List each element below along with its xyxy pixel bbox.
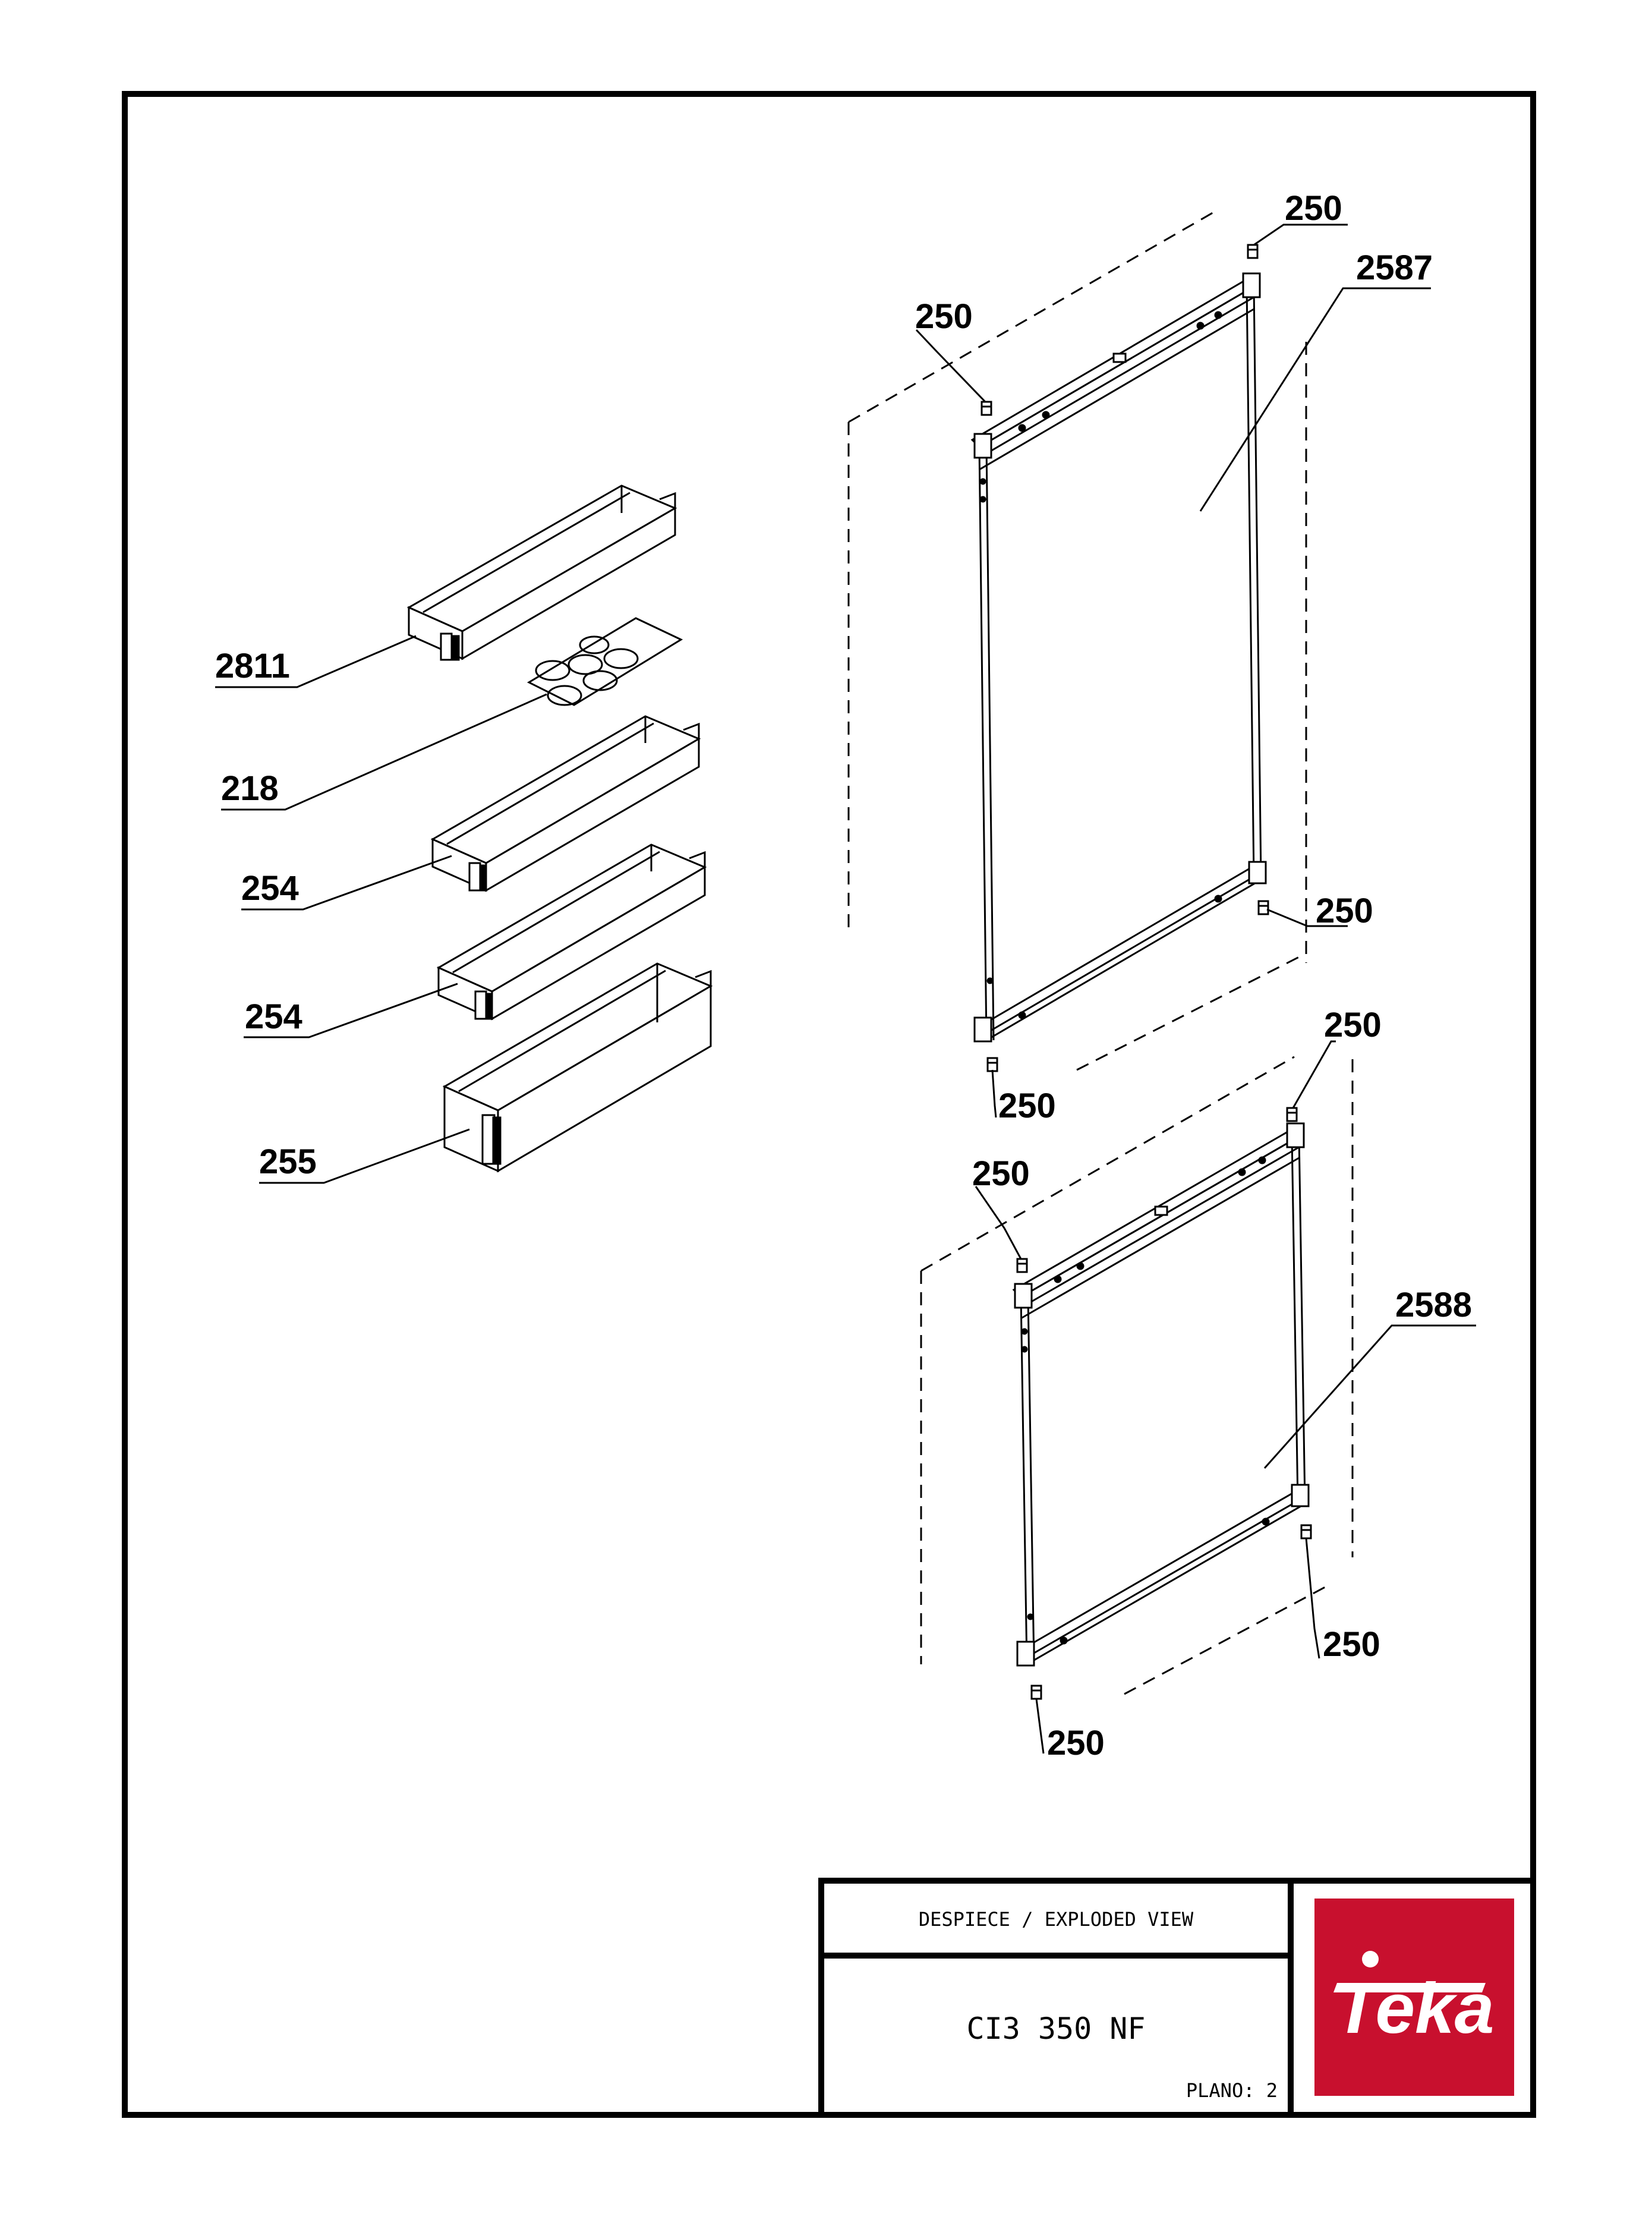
callout-250-upper-bottom-left: 250	[998, 1087, 1056, 1125]
callout-250-lower-bottom-right: 250	[1323, 1625, 1380, 1664]
callout-218: 218	[221, 769, 279, 808]
screw-icon	[1286, 1107, 1298, 1122]
assembly-dashed-lines	[847, 210, 1354, 1695]
drawing-frame	[122, 91, 1536, 2118]
callout-2587: 2587	[1356, 248, 1433, 287]
teka-logo-text: Teka	[1334, 1969, 1494, 2048]
left-leader-lines	[215, 635, 547, 1184]
lower-door-2588-drawing	[1012, 1122, 1310, 1667]
screw-icon	[1016, 1258, 1028, 1273]
callout-250-upper-bottom-right: 250	[1316, 892, 1373, 930]
plano-number: PLANO: 2	[1186, 2079, 1278, 2102]
callout-250-lower-top-left: 250	[972, 1154, 1030, 1193]
title-block: DESPIECE / EXPLODED VIEW CI3 350 NF PLAN…	[818, 1878, 1536, 2118]
screw-icon	[986, 1057, 998, 1072]
shelf-254b-drawing	[436, 843, 707, 1021]
callout-250-top-right: 250	[1285, 189, 1342, 228]
screw-icon	[1300, 1524, 1312, 1539]
callout-labels: 2811 218 254 254 255 2587 2588 250 250 2…	[215, 189, 1472, 1762]
shelf-254a-drawing	[430, 715, 701, 892]
callout-2811: 2811	[215, 647, 290, 685]
callout-250-lower-bottom-left: 250	[1047, 1724, 1105, 1762]
screw-icon	[1247, 244, 1259, 259]
callout-254b: 254	[245, 997, 302, 1036]
title-heading: DESPIECE / EXPLODED VIEW	[919, 1908, 1194, 1931]
callout-2588: 2588	[1395, 1286, 1472, 1324]
model-name: CI3 350 NF	[966, 2011, 1145, 2046]
callout-254a: 254	[241, 869, 299, 908]
screw-icon	[1257, 900, 1269, 915]
callout-255: 255	[259, 1142, 317, 1181]
screws-250-group	[981, 244, 1312, 1700]
callout-250-lower-top-right: 250	[1324, 1006, 1382, 1044]
screw-icon	[1030, 1685, 1042, 1700]
teka-logo: Teka	[1314, 1899, 1514, 2096]
screw-icon	[981, 401, 992, 416]
callout-250-top-left: 250	[915, 297, 973, 336]
right-leader-lines	[915, 223, 1476, 1754]
egg-tray-218-drawing	[527, 617, 683, 706]
door-shelves-group	[406, 484, 713, 1173]
bin-255-drawing	[442, 962, 713, 1173]
shelf-2811-drawing	[406, 484, 677, 661]
upper-door-2587-drawing	[970, 272, 1267, 1043]
